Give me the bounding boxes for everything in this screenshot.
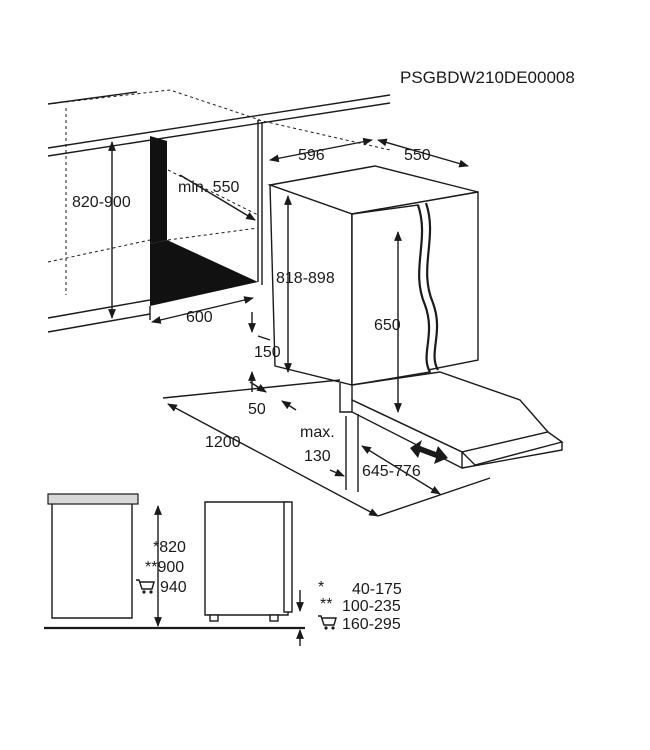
niche-floor (150, 240, 258, 306)
door-travel-label: 645-776 (362, 463, 421, 480)
appliance-height-label: 818-898 (276, 270, 335, 287)
appliance-width-label: 596 (298, 147, 325, 164)
plinth-range-2: 100-235 (342, 598, 401, 615)
door-height-label: 650 (374, 317, 401, 334)
dishwasher-drawing (267, 165, 564, 470)
side-height-2: **900 (145, 559, 184, 576)
plinth-range-1: 40-175 (352, 581, 402, 598)
niche-width-label: 600 (186, 309, 213, 326)
plinth-mark-1: * (318, 579, 324, 596)
cart-icon (318, 615, 337, 630)
reference-code: PSGBDW210DE00008 (400, 68, 575, 87)
niche-height-label: 820-900 (72, 194, 131, 211)
side-height-1: *820 (153, 539, 186, 556)
side-height-3: 940 (160, 579, 187, 596)
side-view-drawing (44, 493, 305, 630)
plinth-mark-2: ** (320, 596, 332, 613)
plinth-height-label: 150 (254, 344, 281, 361)
appliance-depth-label: 550 (404, 147, 431, 164)
max-value-label: 130 (304, 448, 331, 465)
slide-arrow-icon (410, 440, 448, 464)
niche-side-wall (150, 136, 167, 244)
niche-drawing (47, 89, 391, 333)
cart-icon (136, 579, 155, 594)
plinth-range-3: 160-295 (342, 616, 401, 633)
min-depth-label: min. 550 (178, 179, 239, 196)
clearance-label: 1200 (205, 434, 241, 451)
max-label: max. (300, 424, 335, 441)
plinth-setback-label: 50 (248, 401, 266, 418)
